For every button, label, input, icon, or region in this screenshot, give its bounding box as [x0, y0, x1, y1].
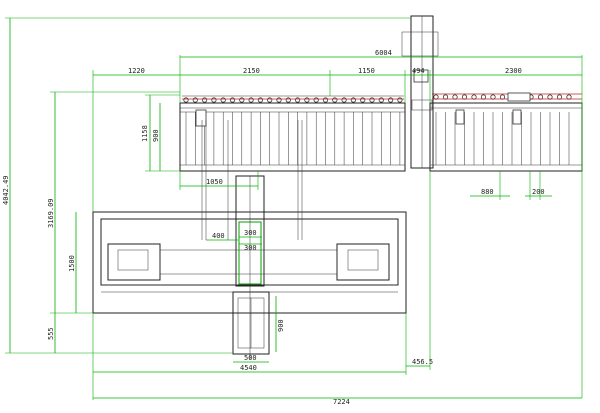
pedestal: [232, 291, 270, 355]
left-end-block: [195, 109, 207, 127]
roller: [452, 94, 458, 100]
dim-2300: 2300: [505, 67, 522, 75]
dim-300b: 300: [244, 244, 257, 252]
dim-4540: 4540: [240, 364, 257, 372]
roller: [547, 94, 553, 100]
roller: [285, 97, 291, 103]
roller: [490, 94, 496, 100]
dim-456-5: 456.5: [412, 358, 433, 366]
dim-4042: 4042.49: [2, 175, 10, 205]
dim-555: 555: [47, 327, 55, 340]
roller: [566, 94, 572, 100]
roller: [537, 94, 544, 100]
roller: [397, 97, 403, 103]
roller: [332, 97, 338, 103]
dim-900-bottom: 900: [277, 319, 285, 332]
roller: [442, 94, 449, 100]
left-conveyor-frame: [179, 95, 406, 172]
dim-6004: 6004: [375, 49, 392, 57]
roller: [471, 94, 477, 100]
roller: [202, 97, 208, 103]
gantry-column: [401, 15, 439, 169]
roller: [183, 97, 189, 103]
dim-500: 500: [244, 354, 257, 362]
dim-1500: 1500: [68, 255, 76, 272]
roller: [556, 94, 563, 100]
roller: [360, 97, 366, 103]
roller: [499, 94, 506, 100]
roller: [341, 97, 347, 103]
dim-1220: 1220: [128, 67, 145, 75]
roller: [257, 97, 263, 103]
dim-200: 200: [532, 188, 545, 196]
roller: [220, 97, 226, 103]
roller: [304, 97, 310, 103]
right-conveyor-frame: [429, 92, 583, 172]
dim-400: 400: [212, 232, 225, 240]
dim-2150: 2150: [243, 67, 260, 75]
roller: [313, 97, 319, 103]
roller: [267, 97, 273, 103]
dim-1150: 1150: [358, 67, 375, 75]
dimension-lines: [5, 17, 583, 400]
dim-7224: 7224: [333, 398, 350, 406]
dim-880: 880: [481, 188, 494, 196]
dim-300a: 300: [244, 229, 257, 237]
roller: [192, 97, 198, 103]
roller: [461, 94, 468, 100]
roller: [211, 97, 217, 103]
center-lift-frame: [201, 120, 303, 360]
roller: [480, 94, 487, 100]
roller: [248, 97, 254, 103]
dim-1158: 1158: [141, 125, 149, 142]
dim-1050: 1050: [206, 178, 223, 186]
roller: [369, 97, 375, 103]
roller: [350, 97, 356, 103]
roller: [378, 97, 384, 103]
roller: [322, 97, 329, 103]
roller: [433, 94, 439, 100]
dim-900-left: 900: [152, 129, 160, 142]
dim-494: 494: [412, 67, 425, 75]
roller: [387, 97, 394, 103]
roller: [229, 97, 236, 103]
roller: [294, 97, 301, 103]
dim-3169: 3169.09: [47, 198, 55, 228]
dimension-labels: 6004 1220 2150 1150 494 2300 1158 900 10…: [2, 49, 545, 406]
roller: [276, 97, 282, 103]
roller: [239, 97, 245, 103]
